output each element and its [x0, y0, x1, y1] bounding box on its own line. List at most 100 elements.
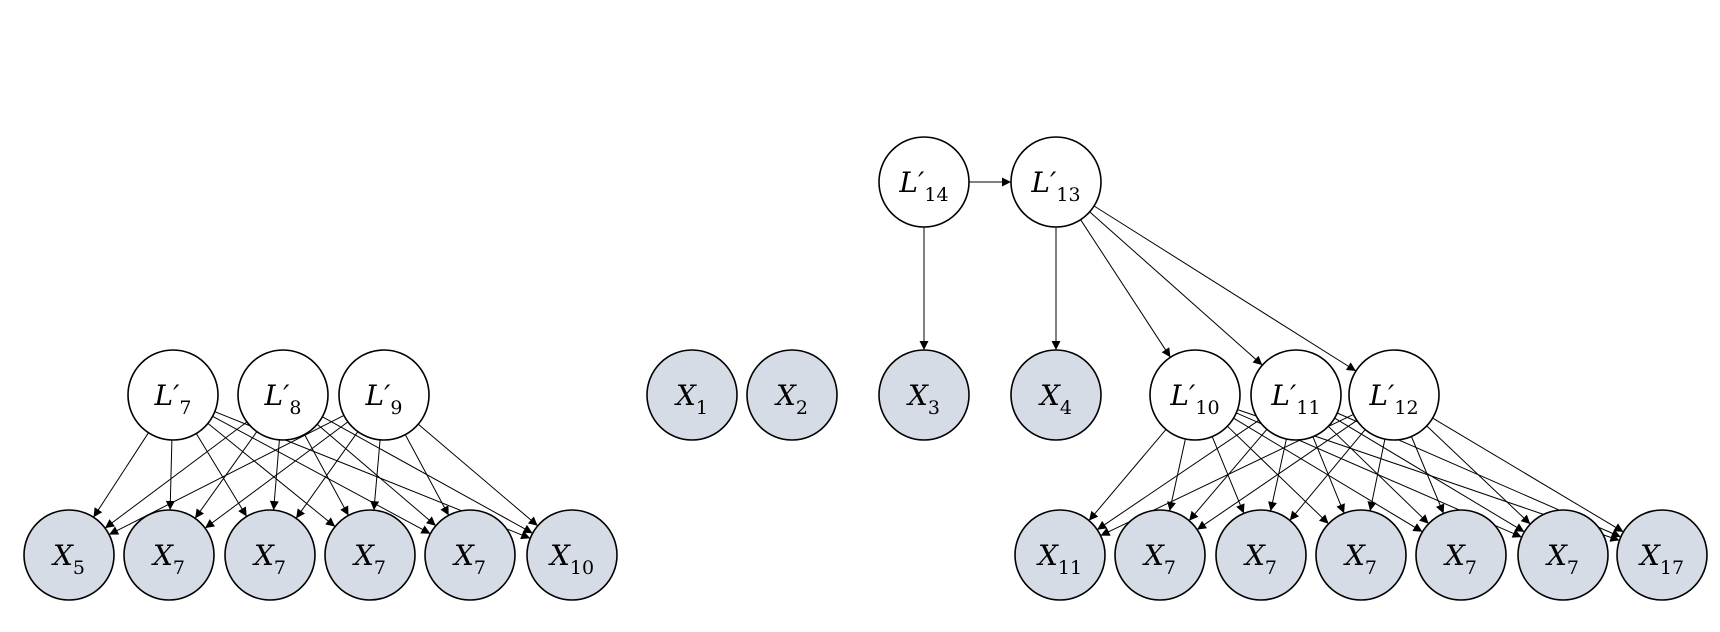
node-label: L′11 [1270, 379, 1320, 419]
edge-l12-to-c4 [1367, 438, 1386, 512]
node-circle [746, 349, 838, 441]
node-circle [1114, 509, 1206, 601]
latent-node-l7: L′7 [127, 349, 219, 441]
edge-l9-to-b3 [295, 431, 359, 519]
node-label-base: L′ [1169, 379, 1196, 412]
node-label-subscript: 7 [474, 557, 486, 579]
edge-l11-to-c1 [1096, 419, 1260, 531]
edge-l12-to-c5 [1410, 436, 1445, 514]
node-label-subscript: 7 [1265, 557, 1277, 579]
edge-l13-to-l11 [1089, 211, 1263, 366]
node-label: X7 [452, 539, 486, 579]
node-label-base: X [674, 379, 697, 412]
node-circle [224, 509, 316, 601]
node-label-subscript: 4 [1060, 397, 1072, 419]
edge-l11-to-c6 [1334, 417, 1525, 533]
node-circle [878, 136, 970, 228]
node-label-subscript: 1 [696, 397, 708, 419]
edge-l7-to-b4 [207, 423, 336, 527]
edge-l13-to-l10 [1080, 219, 1171, 358]
node-label-base: L′ [898, 166, 925, 199]
observed-node-c4: X7 [1315, 509, 1407, 601]
node-circle [878, 349, 970, 441]
observed-node-x1: X1 [646, 349, 738, 441]
node-label: X7 [1243, 539, 1277, 579]
node-circle [123, 509, 215, 601]
edge-l7-to-b5 [212, 415, 431, 535]
edge-l9-to-b4 [370, 439, 381, 511]
observed-node-b5: X7 [424, 509, 516, 601]
node-label-base: L′ [1368, 379, 1395, 412]
observed-node-c5: X7 [1415, 509, 1507, 601]
node-label-subscript: 10 [570, 557, 594, 579]
node-label-base: X [1343, 539, 1366, 572]
latent-node-l12: L′12 [1348, 349, 1440, 441]
node-label: X11 [1036, 539, 1082, 579]
node-label: X4 [1038, 379, 1072, 419]
node-circle [23, 509, 115, 601]
node-label: L′7 [153, 379, 191, 419]
node-circle [1315, 509, 1407, 601]
observed-node-b2: X7 [123, 509, 215, 601]
edge-l9-to-b6 [417, 423, 539, 527]
node-label-subscript: 7 [1567, 557, 1579, 579]
latent-node-l13: L′13 [1010, 136, 1102, 228]
node-circle [1215, 509, 1307, 601]
edge-l7-to-b2 [165, 439, 175, 511]
node-circle [324, 509, 416, 601]
edge-l9-to-b5 [404, 434, 450, 516]
node-label-base: X [1545, 539, 1568, 572]
latent-node-l8: L′8 [237, 349, 329, 441]
node-label: X17 [1638, 539, 1684, 579]
node-label-subscript: 7 [374, 557, 386, 579]
observed-node-b6: X10 [526, 509, 618, 601]
node-circle [127, 349, 219, 441]
node-label-subscript: 7 [173, 557, 185, 579]
node-circle [646, 349, 738, 441]
edge-l7-to-b3 [195, 433, 248, 517]
edge-l13-to-l12 [1093, 205, 1357, 372]
edge-l11-to-c5 [1327, 425, 1430, 525]
node-circle [1348, 349, 1440, 441]
edge-l12-to-c7 [1432, 417, 1624, 533]
edge-l12-to-c3 [1289, 429, 1366, 521]
node-label: X7 [1443, 539, 1477, 579]
node-label-subscript: 8 [289, 397, 301, 419]
node-label-base: X [151, 539, 174, 572]
node-label: X7 [1343, 539, 1377, 579]
node-label: X7 [151, 539, 185, 579]
node-label-subscript: 7 [1365, 557, 1377, 579]
edge-l11-to-c3 [1268, 438, 1287, 512]
node-circle [1415, 509, 1507, 601]
node-label-subscript: 9 [390, 397, 402, 419]
edge-l9-to-b2 [204, 421, 349, 529]
node-label-subscript: 7 [1164, 557, 1176, 579]
node-label-base: L′ [364, 379, 391, 412]
latent-node-l10: L′10 [1149, 349, 1241, 441]
node-label: X3 [906, 379, 940, 419]
node-circle [1010, 136, 1102, 228]
node-label-base: X [1038, 379, 1061, 412]
node-circle [1014, 509, 1106, 601]
node-label-subscript: 7 [274, 557, 286, 579]
node-label-subscript: 7 [1465, 557, 1477, 579]
node-label: L′9 [364, 379, 402, 419]
node-label-subscript: 5 [73, 557, 85, 579]
node-label-subscript: 11 [1296, 397, 1320, 419]
node-label-base: X [252, 539, 275, 572]
node-label: X7 [352, 539, 386, 579]
observed-node-c3: X7 [1215, 509, 1307, 601]
node-label-base: X [1036, 539, 1059, 572]
node-label-subscript: 13 [1056, 184, 1080, 206]
node-label-subscript: 14 [924, 184, 948, 206]
node-label-base: X [452, 539, 475, 572]
node-label-base: X [1243, 539, 1266, 572]
node-circle [1616, 509, 1708, 601]
node-label: L′12 [1368, 379, 1418, 419]
node-circle [338, 349, 430, 441]
node-label-subscript: 12 [1394, 397, 1418, 419]
node-label-base: X [1142, 539, 1165, 572]
node-label-base: X [352, 539, 375, 572]
observed-node-c6: X7 [1517, 509, 1609, 601]
